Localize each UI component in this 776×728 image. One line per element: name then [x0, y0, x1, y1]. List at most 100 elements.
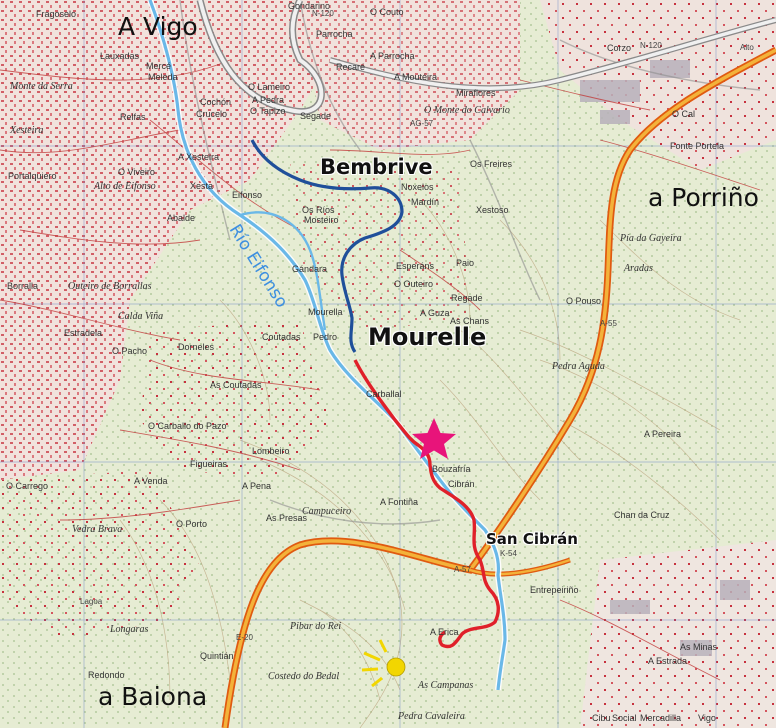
- place-label: Bouzafría: [432, 464, 471, 474]
- place-label: Gándara: [292, 264, 328, 274]
- motorway-north: [196, 0, 776, 116]
- place-label: A Pereira: [644, 429, 682, 439]
- place-label: Social: [612, 713, 637, 723]
- place-label: A Venda: [134, 476, 168, 486]
- place-label: Xesta: [190, 181, 214, 191]
- place-label: O Couto: [370, 7, 404, 17]
- place-label: Paio: [456, 258, 475, 268]
- place-label: Lombeiro: [252, 446, 290, 456]
- place-label: Quintián: [200, 651, 234, 661]
- place-label: Mourella: [308, 307, 343, 317]
- place-label: O Carrego: [6, 481, 49, 491]
- place-label: Recaré: [336, 62, 366, 72]
- place-label: Alto de Eifonso: [94, 181, 156, 192]
- place-label: O Porto: [176, 519, 208, 529]
- place-label: Mardín: [411, 197, 440, 207]
- place-label: Entrepeiriño: [530, 585, 579, 595]
- route-red: [353, 359, 500, 649]
- place-label: Figueiras: [190, 459, 228, 469]
- town-label-baiona: a Baiona: [98, 682, 208, 711]
- road-label: Lagoa: [80, 597, 103, 606]
- place-label: Carballal: [366, 389, 402, 399]
- sun-icon: [361, 639, 406, 688]
- place-label: Coutadas: [262, 332, 301, 342]
- road-label: Alto: [740, 43, 754, 52]
- place-label: O Outeiro: [394, 279, 434, 289]
- place-label: Calda Viña: [118, 311, 164, 322]
- place-label: Cibu: [592, 713, 611, 723]
- place-label: Relfas: [120, 112, 146, 122]
- place-label: O Pouso: [566, 296, 602, 306]
- road-label: N-120: [312, 9, 334, 18]
- place-label: Chan da Cruz: [614, 510, 670, 520]
- village-label-mourelle: Mourelle: [368, 323, 487, 351]
- place-label: Outeiro de Borrallas: [68, 281, 152, 292]
- place-label: Monte da Serra: [10, 81, 73, 92]
- place-label: Pibar do Rei: [290, 621, 342, 632]
- industrial-blocks: [580, 60, 750, 656]
- place-label: A Guza: [420, 308, 450, 318]
- place-label: Vigo: [698, 713, 716, 723]
- place-label: O Cal: [672, 109, 696, 119]
- place-label: Regade: [451, 293, 483, 303]
- place-label: O Carballo do Pazo: [148, 421, 227, 431]
- place-label: Noxelos: [401, 182, 434, 192]
- place-label: Estradela: [64, 328, 103, 338]
- place-label: O Lameiro: [248, 82, 291, 92]
- town-label-porrino: a Porriño: [648, 183, 759, 212]
- place-label: Eifonso: [232, 190, 263, 200]
- village-label-bembrive: Bembrive: [320, 155, 433, 179]
- place-label: O Tapizo: [250, 106, 286, 116]
- place-label: Xesteira: [10, 125, 44, 136]
- place-label: Os Freires: [470, 159, 513, 169]
- place-label: Segade: [300, 111, 332, 121]
- place-label: As Chans: [450, 316, 490, 326]
- village-label-san-cibran: San Cibrán: [486, 530, 578, 548]
- road-label: AG-57: [410, 119, 434, 128]
- place-label: A Xesteira: [178, 152, 220, 162]
- place-label: Crucelo: [196, 109, 228, 119]
- place-label: Pía da Gayeira: [620, 233, 682, 244]
- place-label: As Minas: [680, 642, 718, 652]
- minor-roads: [0, 59, 761, 681]
- place-label: Pedra Aguda: [552, 361, 605, 372]
- place-label: A Pedra: [252, 95, 285, 105]
- road-label: A-57: [454, 565, 471, 574]
- place-label: Abalde: [167, 213, 196, 223]
- route-blue: [250, 139, 404, 353]
- place-label: Cibrán: [448, 479, 475, 489]
- road-label: E-20: [236, 633, 253, 642]
- highway-a57: [221, 46, 776, 728]
- place-label: A Pena: [242, 481, 272, 491]
- road-label: A-55: [600, 319, 617, 328]
- place-label: Mosteiro: [304, 215, 339, 225]
- place-label: Aradas: [624, 263, 653, 274]
- place-label: A Parrocha: [370, 51, 415, 61]
- place-label: Os Ríos: [302, 205, 335, 215]
- place-label: As Campanas: [418, 680, 474, 691]
- place-label: Fonte Portela: [670, 141, 725, 151]
- place-label: Mercadilla: [640, 713, 682, 723]
- place-label: Longaras: [110, 624, 149, 635]
- place-label: As Coutadas: [210, 380, 262, 390]
- place-label: Redondo: [88, 670, 125, 680]
- place-label: Xestoso: [476, 205, 509, 215]
- place-label: Pedro: [313, 332, 338, 342]
- place-label: Borralla: [7, 281, 39, 291]
- place-label: A Estrada: [648, 656, 688, 666]
- place-label: Fragoselo: [36, 9, 77, 19]
- place-label: As Presas: [266, 513, 308, 523]
- place-label: Vedra Brava: [72, 524, 123, 535]
- place-label: O Monte do Calvario: [424, 105, 510, 116]
- road-label: N-120: [640, 41, 662, 50]
- place-label: Esperáns: [396, 261, 435, 271]
- place-label: Lauxadas: [100, 51, 140, 61]
- place-label: O Pacho: [112, 346, 148, 356]
- place-label: Cochón: [200, 97, 232, 107]
- town-label-vigo: A Vigo: [118, 12, 198, 41]
- place-label: Campuceiro: [302, 506, 352, 517]
- star-icon: [412, 418, 456, 459]
